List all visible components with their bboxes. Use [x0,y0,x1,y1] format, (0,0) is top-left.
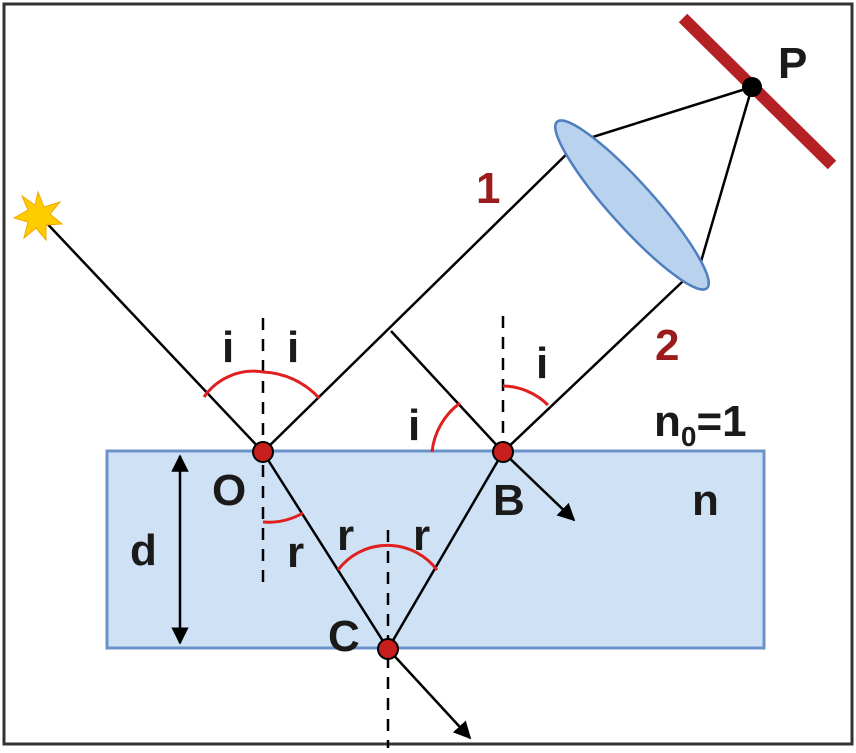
label-point-C: C [328,612,360,661]
label-outside-index-value: =1 [696,397,746,446]
label-i-wavefront: i [408,401,420,450]
incident-ray [39,215,264,453]
light-source-star-icon [12,190,64,242]
label-film-index-n: n [692,476,719,525]
converging-lens [554,119,710,291]
label-point-B: B [493,476,525,525]
reflected-ray-CB [386,451,505,650]
label-point-O: O [212,466,246,515]
label-outside-index-sub: 0 [681,421,697,452]
angle-arc-i-wavefront [430,401,461,453]
ray-1-reflected [262,139,582,453]
label-i-reflection: i [287,323,299,372]
label-outside-index: n0=1 [654,397,747,452]
thin-film-slab [105,449,766,650]
wavefront-perpendicular [390,330,504,453]
ray-2-emergent [502,263,702,453]
label-ray-2: 2 [655,321,679,370]
transmitted-ray-C [387,648,472,740]
label-outside-index-base: n [654,397,681,446]
label-i-incidence: i [222,323,234,372]
angle-arc-reflection-C [336,543,439,571]
angle-arc-emergence-B [502,384,550,407]
label-r-left-C: r [337,511,354,560]
label-i-emergence: i [536,339,548,388]
point-B-marker [492,441,514,463]
label-r-right-C: r [413,511,430,560]
label-point-P: P [778,39,807,88]
angle-arc-refraction-O [262,511,304,524]
label-ray-1: 1 [476,164,500,213]
point-C-marker [377,638,399,660]
point-P-marker [742,77,762,97]
angle-arc-incidence-O [202,369,264,398]
point-O-marker [252,441,274,463]
label-thickness-d: d [130,526,157,575]
label-r-refraction: r [287,528,304,577]
refracted-ray-OC [261,451,390,650]
ray-2-focused [698,86,754,266]
angle-arc-reflection-O [262,370,321,400]
ray-1-focused [579,85,753,143]
refracted-ray-B [502,451,576,522]
